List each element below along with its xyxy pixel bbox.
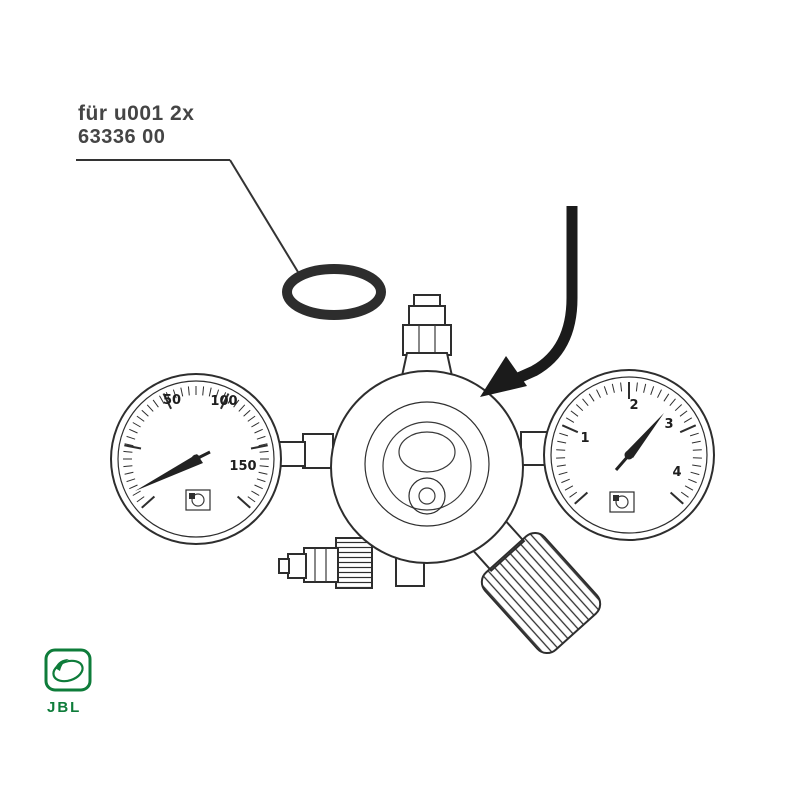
right-gauge-dial-rim <box>550 376 708 534</box>
right-gauge: 1 2 3 4 <box>543 369 715 541</box>
left-gauge-minor-ticks <box>123 386 269 509</box>
valve-nut <box>402 324 452 356</box>
right-gauge-label-4: 4 <box>672 465 681 480</box>
left-gauge-label-50: 50 <box>163 393 181 408</box>
part-label: für u001 2x <box>78 102 195 125</box>
callout-label: für u001 2x 63336 00 <box>78 102 194 148</box>
left-gauge-label-100: 100 <box>210 394 237 409</box>
pointer-arrow <box>480 206 578 397</box>
regulator-body <box>330 370 524 564</box>
right-gauge-major-ticks <box>561 382 697 505</box>
left-gauge-needle <box>135 454 203 491</box>
outlet-nut <box>303 547 339 583</box>
right-gauge-label-2: 2 <box>629 398 638 413</box>
left-dial-logo <box>185 489 211 511</box>
body-ring <box>364 401 490 527</box>
right-gauge-needle <box>626 413 664 458</box>
part-number: 63336 00 <box>78 125 166 148</box>
right-gauge-minor-ticks <box>556 382 702 505</box>
left-gauge-hub <box>191 454 201 464</box>
left-gauge-stem <box>302 433 334 469</box>
left-gauge: 50 100 150 <box>110 373 282 545</box>
body-diaphragm <box>398 431 456 473</box>
body-port-hub <box>418 487 436 505</box>
left-gauge-major-ticks <box>124 393 268 509</box>
jbl-logo-mark <box>44 648 92 692</box>
callout-leader <box>76 159 299 273</box>
body-inner-ring <box>382 421 472 511</box>
jbl-logo: JBL <box>44 648 114 716</box>
right-dial-logo <box>609 491 635 513</box>
right-gauge-label-3: 3 <box>664 417 673 432</box>
left-gauge-label-150: 150 <box>229 459 256 474</box>
body-housing <box>330 370 524 564</box>
outlet-collar <box>287 553 307 579</box>
outlet-tip <box>278 558 290 574</box>
body-port <box>408 477 446 515</box>
knob-grip <box>480 531 602 655</box>
top-valve <box>400 294 454 377</box>
jbl-logo-leaf <box>55 659 69 671</box>
outlet-thread <box>335 537 373 589</box>
left-gauge-dial-rim <box>117 380 275 538</box>
jbl-logo-text: JBL <box>47 699 82 716</box>
right-gauge-label-1: 1 <box>580 431 589 446</box>
arrow-head <box>480 356 527 397</box>
right-gauge-hub <box>624 450 634 460</box>
o-ring <box>282 264 386 320</box>
